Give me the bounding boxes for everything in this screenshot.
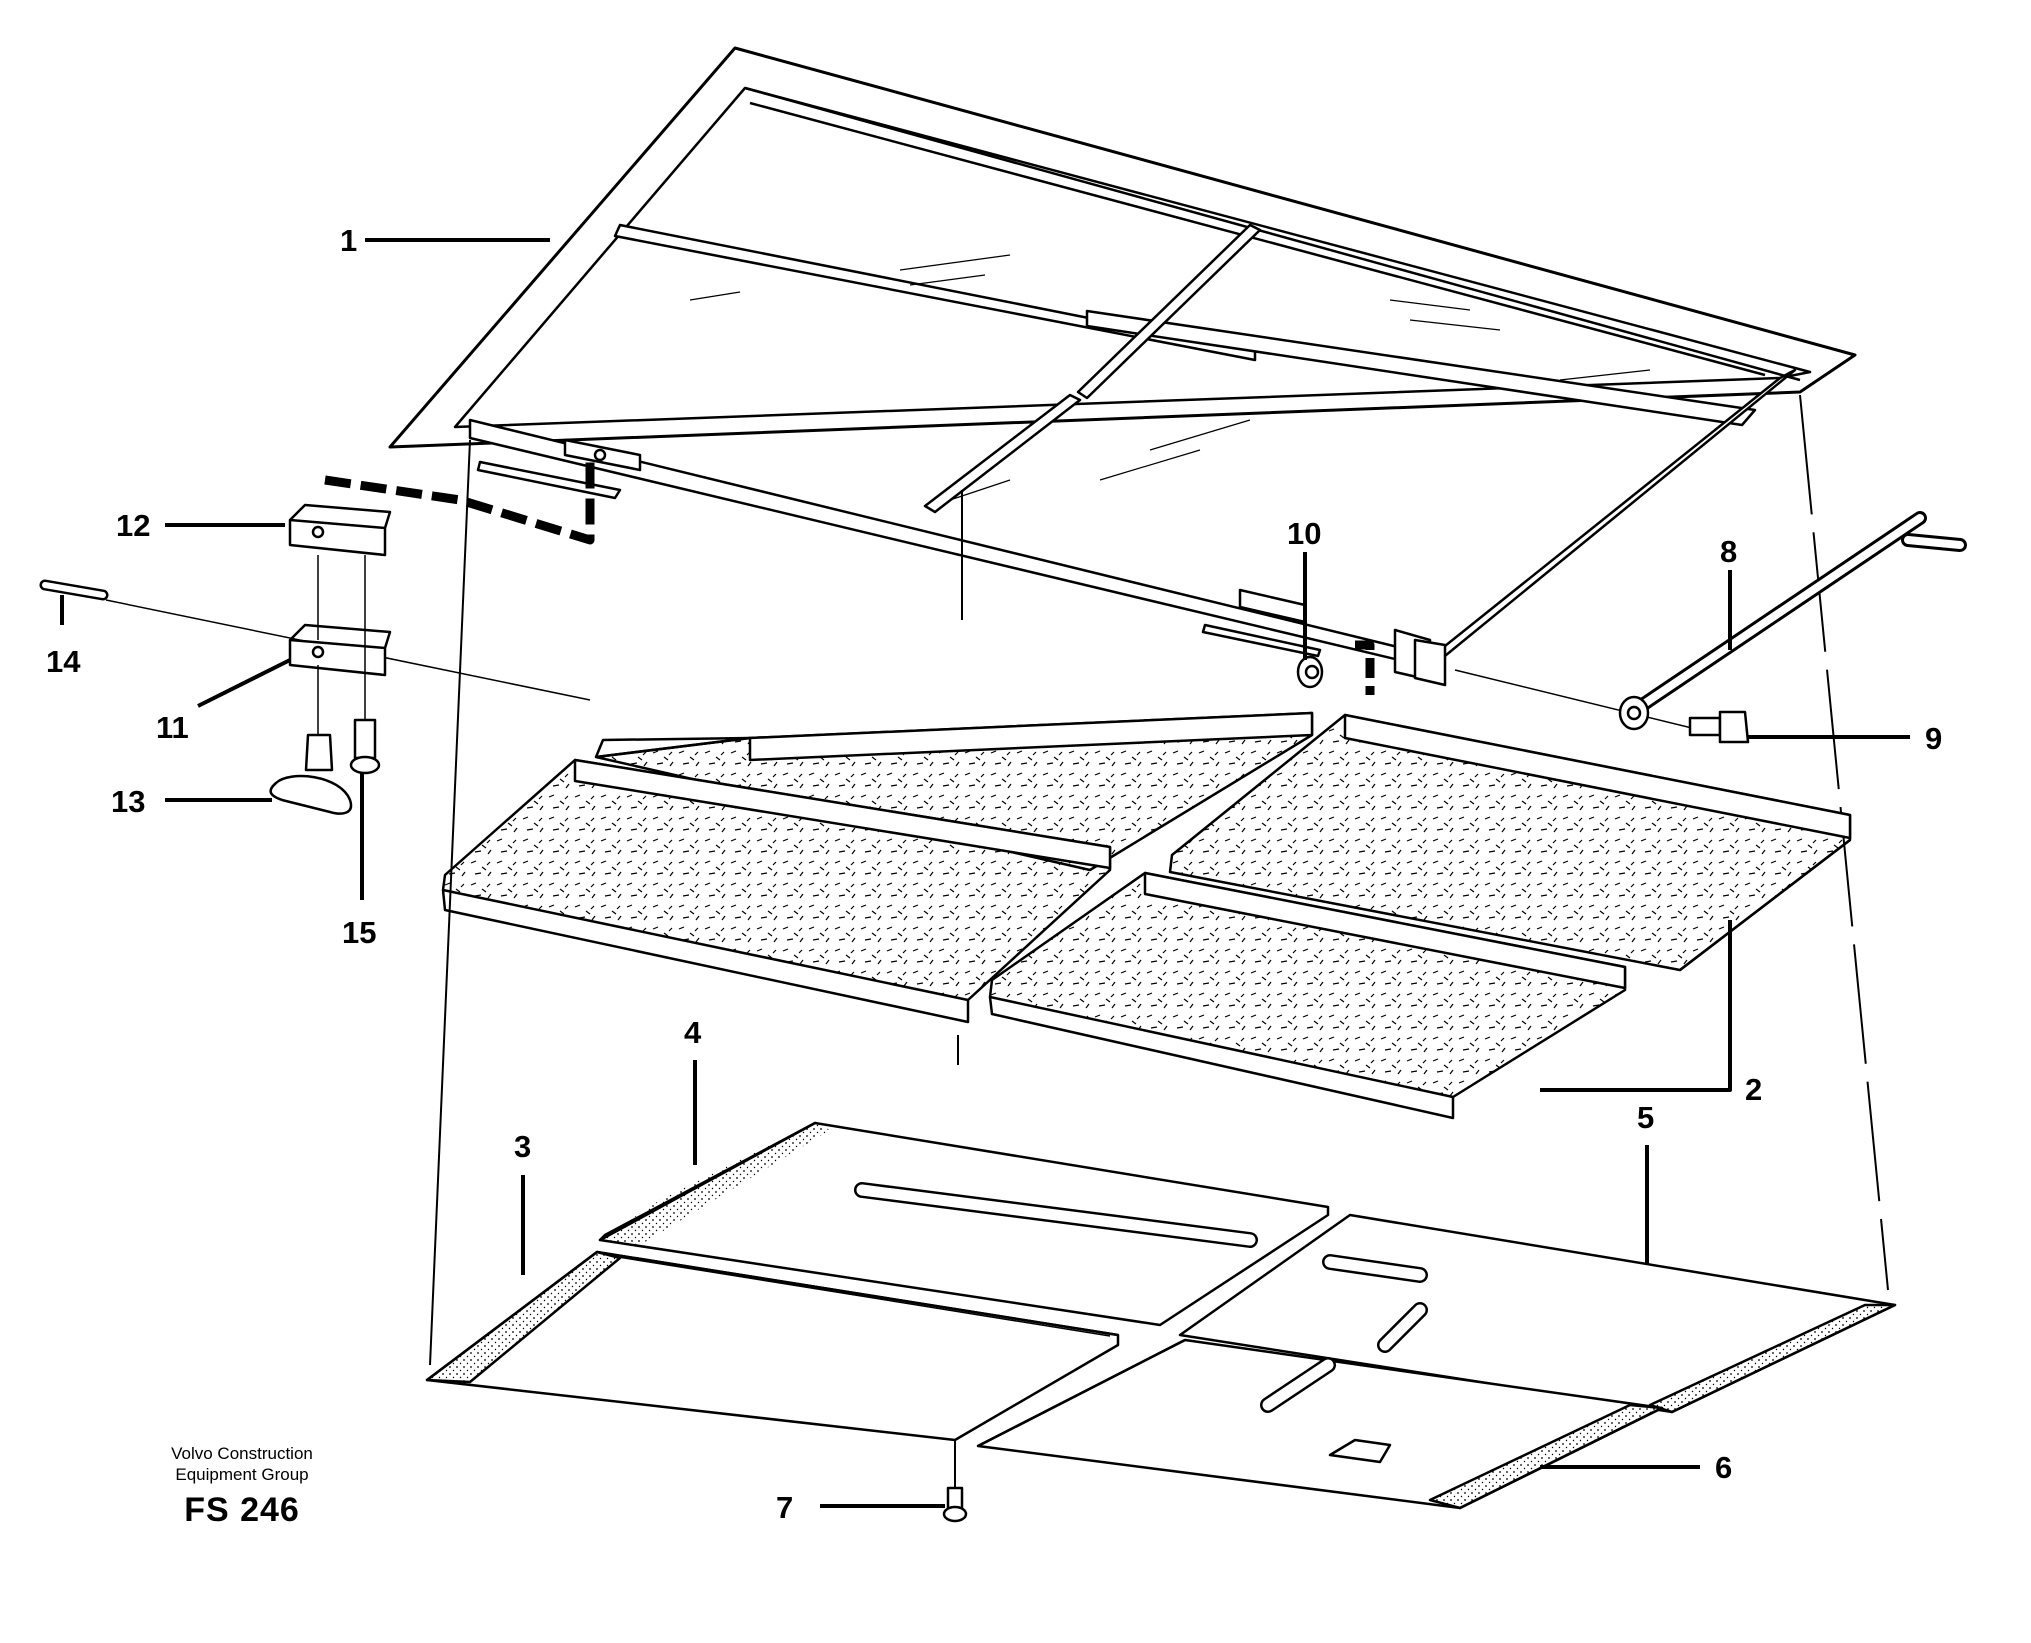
callout-labels: 1 2 3 4 5 6 7 8 9 10 11 12 13 14 15 (46, 223, 1942, 1525)
leader-lines (60, 238, 1910, 1508)
bracket-link (317, 555, 366, 725)
callout-10: 10 (1287, 516, 1321, 551)
bracket-12 (288, 503, 392, 557)
callout-5: 5 (1637, 1100, 1654, 1135)
publisher-footer: Volvo Construction Equipment Group FS 24… (142, 1443, 342, 1530)
callout-8: 8 (1720, 534, 1737, 569)
rod-8 (1618, 511, 1967, 731)
org-name-line1: Volvo Construction (171, 1444, 313, 1463)
callout-3: 3 (514, 1129, 531, 1164)
guide-left (429, 439, 471, 1366)
org-name-line2: Equipment Group (175, 1465, 309, 1484)
guide-center (957, 490, 963, 1065)
figure-code: FS 246 (184, 1491, 300, 1529)
bolt-9 (1688, 710, 1750, 744)
dashed-guide-10 (1355, 640, 1375, 695)
callout-11: 11 (156, 710, 189, 745)
callout-12: 12 (116, 508, 150, 543)
callout-14: 14 (46, 644, 81, 679)
callout-2: 2 (1745, 1072, 1762, 1107)
callout-4: 4 (684, 1015, 702, 1050)
nut-10 (1296, 655, 1324, 689)
screw-15 (349, 718, 381, 885)
roof-frame (388, 46, 1857, 687)
callout-9: 9 (1925, 721, 1942, 756)
bracket-11 (288, 623, 392, 677)
screw-7 (942, 1486, 968, 1523)
callout-13: 13 (111, 784, 145, 819)
ceiling-panels (425, 1121, 1897, 1510)
callout-7: 7 (776, 1490, 793, 1525)
callout-1: 1 (340, 223, 357, 258)
pin-14 (39, 579, 109, 601)
knob-13 (269, 665, 353, 815)
callout-15: 15 (342, 915, 376, 950)
leader-2 (1540, 920, 1732, 1092)
insulation-panels (441, 711, 1852, 1120)
guide-bolt-9 (1454, 669, 1701, 731)
callout-6: 6 (1715, 1450, 1732, 1485)
dashed-guide-12 (324, 460, 595, 545)
leader-11 (197, 658, 291, 708)
